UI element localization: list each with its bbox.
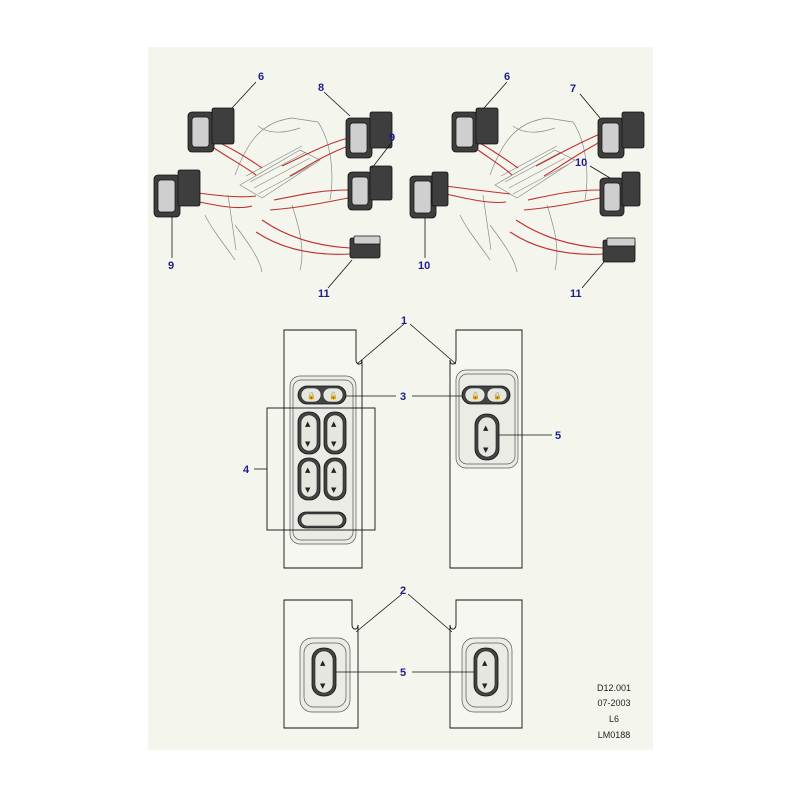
window-switch-9-upper	[347, 165, 393, 211]
up-arrow-icon: ▲	[305, 466, 311, 474]
lock-icon: 🔒	[307, 392, 316, 400]
exploded-view-left: 6 8 9 9 11	[153, 71, 395, 300]
rear-switch-panels: ▲ ▼ ▲ ▼ 2 5	[283, 585, 523, 729]
callout-5-lower: 5	[400, 667, 406, 679]
callout-11-right: 11	[570, 288, 582, 300]
up-arrow-icon: ▲	[331, 420, 337, 428]
up-arrow-icon: ▲	[483, 424, 489, 432]
callout-11-left: 11	[318, 288, 330, 300]
passenger-switch-panel: 🔓 🔒 ▲ ▼	[449, 329, 523, 569]
down-arrow-icon: ▼	[320, 682, 326, 690]
lock-button-pair-right: 🔓 🔒	[461, 385, 511, 405]
blanking-plug-11-left	[349, 235, 381, 259]
lock-icon: 🔒	[493, 392, 502, 400]
window-switch-6-right	[451, 107, 499, 153]
front-switch-panels: 🔒 🔓 ▲ ▼ ▲ ▼ ▲ ▼	[243, 315, 561, 569]
unlock-icon: 🔓	[329, 391, 338, 400]
window-switch-rear-left: ▲ ▼	[297, 457, 321, 501]
driver-switch-panel: 🔒 🔓 ▲ ▼ ▲ ▼ ▲ ▼	[266, 329, 376, 569]
child-lock-switch	[297, 511, 347, 529]
up-arrow-icon: ▲	[320, 659, 326, 667]
callout-9-left: 9	[168, 260, 174, 272]
reference-illustration-id: LM0188	[598, 730, 631, 740]
reference-model: L6	[609, 714, 619, 724]
window-switch-passenger: ▲ ▼	[474, 413, 500, 461]
down-arrow-icon: ▼	[482, 682, 488, 690]
callout-3: 3	[400, 391, 406, 403]
callout-4: 4	[243, 464, 250, 476]
down-arrow-icon: ▼	[331, 486, 337, 494]
callout-6-left: 6	[258, 71, 264, 83]
up-arrow-icon: ▲	[305, 420, 311, 428]
callout-10-left: 10	[418, 260, 430, 272]
down-arrow-icon: ▼	[305, 486, 311, 494]
callout-7: 7	[570, 83, 576, 95]
reference-date: 07-2003	[597, 698, 630, 708]
callout-10-right: 10	[575, 157, 587, 169]
callout-8: 8	[318, 82, 324, 94]
window-switch-rear-right: ▲ ▼	[323, 457, 347, 501]
callout-1: 1	[401, 315, 407, 327]
window-switch-10-right	[599, 171, 641, 217]
blanking-plug-11-right	[602, 237, 636, 263]
up-arrow-icon: ▲	[482, 659, 488, 667]
callout-5-upper: 5	[555, 430, 561, 442]
down-arrow-icon: ▼	[331, 440, 337, 448]
window-switch-front-right: ▲ ▼	[323, 411, 347, 455]
up-arrow-icon: ▲	[331, 466, 337, 474]
exploded-view-right: 6 7 10 10 11	[409, 71, 645, 300]
window-switch-rear-right-door: ▲ ▼	[473, 647, 499, 697]
window-switch-front-left: ▲ ▼	[297, 411, 321, 455]
rear-left-switch-panel: ▲ ▼	[283, 599, 359, 729]
down-arrow-icon: ▼	[483, 446, 489, 454]
reference-block: D12.001 07-2003 L6 LM0188	[597, 683, 631, 740]
window-switch-9-lower	[153, 169, 201, 218]
callout-9-right: 9	[389, 132, 395, 144]
unlock-icon: 🔓	[471, 391, 480, 400]
rear-right-switch-panel: ▲ ▼	[449, 599, 523, 729]
window-switch-7	[597, 111, 645, 159]
callout-2: 2	[400, 585, 406, 597]
window-switch-10-left	[409, 171, 449, 219]
window-switch-8	[345, 111, 393, 159]
window-switch-rear-left-door: ▲ ▼	[311, 647, 337, 697]
down-arrow-icon: ▼	[305, 440, 311, 448]
reference-code: D12.001	[597, 683, 631, 693]
lock-button-pair-left: 🔒 🔓	[297, 385, 347, 405]
window-switch-6-left	[187, 107, 235, 153]
callout-6-right: 6	[504, 71, 510, 83]
